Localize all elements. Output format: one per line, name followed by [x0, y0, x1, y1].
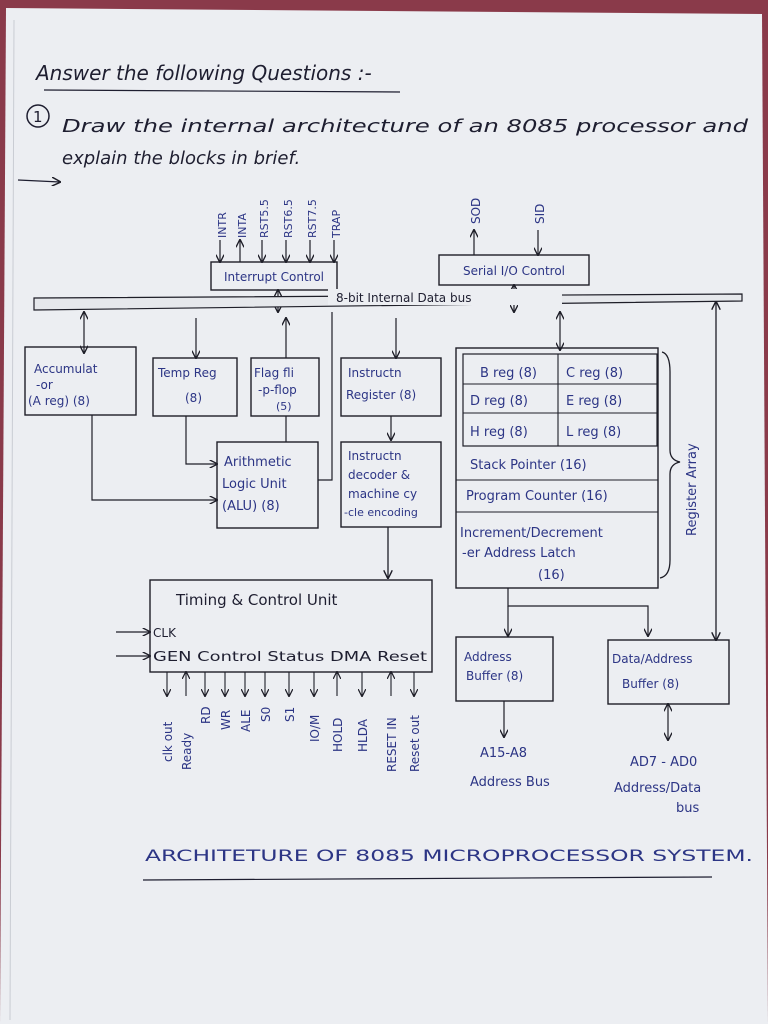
- alu-label-1: Arithmetic: [224, 455, 292, 470]
- instruction-register-label-2: Register (8): [346, 388, 416, 402]
- l-register: L reg (8): [566, 425, 621, 440]
- wr-signal: WR: [219, 710, 233, 730]
- interrupt-control-label: Interrupt Control: [224, 270, 324, 284]
- inc-dec-label-2: -er Address Latch: [462, 546, 576, 561]
- rd-signal: RD: [199, 706, 213, 724]
- accumulator-box: [24, 346, 137, 416]
- paper-sheet: [0, 8, 768, 1024]
- hlda-signal: HLDA: [356, 718, 370, 752]
- s0-signal: S0: [259, 707, 273, 722]
- caption-underline: [142, 876, 713, 881]
- question-number-circle: [26, 104, 50, 128]
- reset-in-signal: RESET IN: [385, 717, 399, 772]
- question-line-1: Draw the internal architecture of an 808…: [62, 116, 749, 137]
- bus-label-bg: [328, 289, 562, 305]
- hold-signal: HOLD: [331, 718, 345, 752]
- temp-alu-arrow: [185, 416, 217, 464]
- acc-alu-arrow: [91, 415, 217, 500]
- d-register: D reg (8): [470, 394, 528, 409]
- pointer-arrow: [17, 180, 60, 182]
- instruction-register-label-1: Instructn: [348, 366, 402, 380]
- program-counter: Program Counter (16): [466, 489, 608, 504]
- sid-signal: SID: [533, 204, 547, 224]
- alu-label-3: (ALU) (8): [222, 499, 280, 514]
- alu-label-2: Logic Unit: [222, 477, 287, 492]
- accumulator-label-1: Accumulat: [34, 362, 98, 376]
- timing-control-box: [149, 579, 433, 673]
- instruction-decoder-box: [340, 441, 442, 528]
- rst75-signal: RST7.5: [306, 199, 319, 238]
- inta-signal: INTA: [236, 213, 249, 238]
- alu-bus-line: [318, 312, 333, 481]
- reset-out-signal: Reset out: [408, 715, 422, 772]
- question-number: 1: [33, 108, 43, 126]
- temp-register-box: [152, 357, 238, 417]
- accumulator-label-2: -or: [36, 378, 53, 392]
- trap-signal: TRAP: [330, 210, 343, 239]
- address-bus-pins: A15-A8: [480, 746, 527, 761]
- alu-box: [216, 441, 319, 529]
- ale-signal: ALE: [239, 710, 253, 732]
- io-m-signal: IO/M: [308, 715, 322, 742]
- timing-control-title: Timing & Control Unit: [175, 591, 338, 609]
- flag-flipflop-label-2: -p-flop: [258, 383, 297, 397]
- inc-dec-label-1: Increment/Decrement: [460, 526, 603, 541]
- regs-data-buffer-arrow: [507, 588, 648, 636]
- bus-label: 8-bit Internal Data bus: [336, 291, 471, 305]
- register-array-brace: [659, 351, 681, 579]
- timing-signals: clk out Ready RD WR ALE S0 S1 IO/M HOLD …: [161, 672, 422, 772]
- temp-register-label-1: Temp Reg: [157, 366, 217, 380]
- interrupt-inputs: INTR INTA RST5.5 RST6.5 RST7.5 TRAP: [216, 199, 343, 262]
- accumulator-label-3: (A reg) (8): [28, 394, 90, 408]
- data-buffer-label-1: Data/Address: [612, 652, 692, 666]
- address-buffer-label-2: Buffer (8): [466, 669, 523, 683]
- decoder-label-3: machine cy: [348, 487, 417, 501]
- page-margin-line: [9, 19, 15, 1021]
- ready-signal: Ready: [180, 733, 194, 770]
- flag-flipflop-box: [250, 357, 320, 417]
- heading-underline: [43, 89, 401, 93]
- data-bus-label-2: bus: [676, 801, 699, 816]
- e-register: E reg (8): [566, 394, 622, 409]
- flag-flipflop-label-3: (5): [276, 400, 292, 413]
- inc-dec-label-3: (16): [538, 568, 565, 583]
- b-register: B reg (8): [480, 366, 537, 381]
- c-register: C reg (8): [566, 366, 623, 381]
- data-buffer-label-2: Buffer (8): [622, 677, 679, 691]
- decoder-label-4: -cle encoding: [344, 506, 418, 519]
- stack-pointer: Stack Pointer (16): [470, 458, 587, 473]
- h-register: H reg (8): [470, 425, 528, 440]
- intr-signal: INTR: [216, 212, 229, 238]
- data-bus-label-1: Address/Data: [614, 781, 701, 796]
- serial-io-label: Serial I/O Control: [463, 264, 565, 278]
- s1-signal: S1: [283, 707, 297, 722]
- decoder-label-1: Instructn: [348, 449, 402, 463]
- question-line-2: explain the blocks in brief.: [62, 148, 300, 169]
- data-bus-pins: AD7 - AD0: [630, 755, 697, 770]
- decoder-label-2: decoder &: [348, 468, 410, 482]
- temp-register-label-2: (8): [185, 391, 202, 405]
- diagram-caption: ARCHITETURE OF 8085 MICROPROCESSOR SYSTE…: [145, 846, 753, 865]
- clk-label: CLK: [153, 626, 177, 640]
- rst65-signal: RST6.5: [282, 199, 295, 238]
- register-array-label: Register Array: [685, 443, 700, 536]
- address-buffer-label-1: Address: [464, 650, 512, 664]
- page-heading: Answer the following Questions :-: [34, 61, 372, 85]
- address-bus-label: Address Bus: [470, 775, 550, 790]
- sod-signal: SOD: [469, 198, 483, 224]
- rst55-signal: RST5.5: [258, 199, 271, 238]
- flag-flipflop-label-1: Flag fli: [254, 366, 294, 380]
- register-array: B reg (8) C reg (8) D reg (8) E reg (8) …: [455, 347, 659, 589]
- timing-status-row: GEN Control Status DMA Reset: [153, 650, 427, 665]
- clk-out-signal: clk out: [161, 721, 175, 762]
